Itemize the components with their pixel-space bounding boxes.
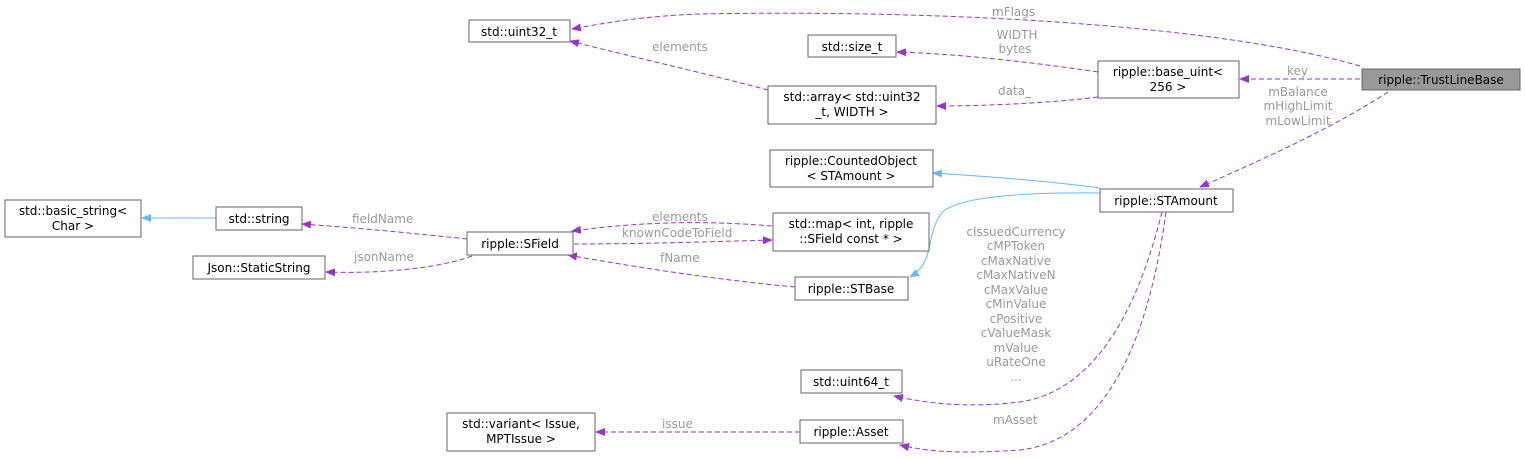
label-const: ... — [1010, 370, 1021, 384]
edges — [141, 12, 1389, 453]
edge-array-elements — [569, 39, 769, 91]
label-fieldname: fieldName — [352, 212, 413, 226]
label-mflags: mFlags — [992, 5, 1035, 19]
label-knowncode: knownCodeToField — [622, 226, 732, 240]
node-stbase[interactable]: ripple::STBase — [794, 276, 909, 301]
label-map-elements: elements — [652, 210, 708, 224]
node-uint32[interactable]: std::uint32_t — [468, 19, 571, 43]
node-label: std::basic_string< — [19, 204, 127, 218]
label-bytes: bytes — [998, 42, 1031, 56]
node-staticstring[interactable]: Json::StaticString — [192, 255, 326, 280]
edge-fname — [567, 252, 796, 288]
label-mhighlimit: mHighLimit — [1263, 99, 1332, 113]
node-trustlinebase[interactable]: ripple::TrustLineBase — [1361, 68, 1521, 91]
label-array-elements: elements — [652, 40, 708, 54]
node-label: ripple::CountedObject — [785, 154, 917, 168]
edge-inherit-counted — [932, 169, 1101, 189]
edge-trust-amounts — [1199, 91, 1389, 188]
label-fname: fName — [660, 251, 700, 265]
node-label: Char > — [52, 219, 94, 233]
edge-fieldname — [301, 220, 468, 240]
label-const: cPositive — [990, 312, 1043, 326]
label-mlowlimit: mLowLimit — [1265, 114, 1330, 128]
node-label: std::size_t — [822, 40, 883, 54]
node-label: < STAmount > — [807, 169, 896, 183]
label-const: cMinValue — [986, 297, 1047, 311]
node-label: std::uint32_t — [481, 25, 557, 39]
node-label: std::map< int, ripple — [789, 217, 914, 231]
edge-mflags — [571, 12, 1361, 67]
node-label: ripple::TrustLineBase — [1378, 73, 1504, 87]
label-const: cMaxValue — [984, 283, 1048, 297]
label-const: cMPToken — [987, 239, 1045, 253]
node-stamount[interactable]: ripple::STAmount — [1099, 188, 1234, 213]
label-const: cMaxNative — [981, 254, 1051, 268]
nodes: ripple::TrustLineBase std::uint32_t std:… — [4, 19, 1521, 452]
node-label: std::string — [228, 212, 289, 226]
label-key: key — [1287, 64, 1308, 78]
node-label: std::uint64_t — [813, 375, 889, 389]
label-mbalance: mBalance — [1268, 85, 1328, 99]
label-const: mValue — [994, 341, 1039, 355]
edge-stamount-consts — [893, 211, 1163, 406]
node-label: ripple::Asset — [813, 425, 888, 439]
label-const: uRateOne — [986, 355, 1046, 369]
node-base-uint[interactable]: ripple::base_uint< 256 > — [1097, 60, 1240, 99]
node-label: ::SField const * > — [799, 232, 902, 246]
node-basic-string[interactable]: std::basic_string< Char > — [4, 199, 142, 238]
node-label: 256 > — [1150, 80, 1187, 94]
edge-data — [936, 96, 1099, 110]
edge-labels: mFlags key mBalance mHighLimit mLowLimit… — [352, 5, 1333, 431]
label-jsonname: jsonName — [353, 250, 414, 264]
label-masset: mAsset — [993, 413, 1038, 427]
edge-knowncode — [573, 236, 773, 245]
node-counted-object[interactable]: ripple::CountedObject < STAmount > — [769, 149, 934, 188]
edge-map-elements — [571, 222, 773, 234]
node-label: MPTIssue > — [486, 432, 556, 446]
node-label: _t, WIDTH > — [814, 105, 888, 119]
node-variant[interactable]: std::variant< Issue, MPTIssue > — [446, 412, 596, 452]
node-uint64[interactable]: std::uint64_t — [800, 369, 903, 394]
node-label: ripple::base_uint< — [1113, 65, 1223, 79]
node-asset[interactable]: ripple::Asset — [799, 419, 904, 444]
node-map[interactable]: std::map< int, ripple ::SField const * > — [772, 212, 930, 252]
node-label: std::variant< Issue, — [462, 417, 580, 431]
label-const: cMaxNativeN — [976, 268, 1055, 282]
label-stamount-consts: cIssuedCurrency cMPToken cMaxNative cMax… — [966, 225, 1065, 384]
node-label: ripple::STBase — [808, 282, 894, 296]
edge-width-bytes — [896, 48, 1099, 73]
node-string[interactable]: std::string — [215, 206, 303, 231]
edge-inherit-stbase — [909, 192, 1101, 278]
label-width: WIDTH — [997, 28, 1038, 42]
node-label: ripple::STAmount — [1114, 194, 1218, 208]
node-label: std::array< std::uint32 — [783, 90, 920, 104]
node-sfield[interactable]: ripple::SField — [466, 231, 574, 256]
node-array[interactable]: std::array< std::uint32 _t, WIDTH > — [767, 85, 937, 125]
node-size-t[interactable]: std::size_t — [807, 34, 897, 58]
node-label: Json::StaticString — [207, 261, 311, 275]
edge-masset — [899, 211, 1167, 453]
node-label: ripple::SField — [481, 237, 559, 251]
label-issue: issue — [662, 417, 693, 431]
label-const: cValueMask — [981, 326, 1052, 340]
label-const: cIssuedCurrency — [966, 225, 1065, 239]
label-data: data_ — [998, 84, 1032, 98]
edge-jsonname — [325, 255, 473, 277]
